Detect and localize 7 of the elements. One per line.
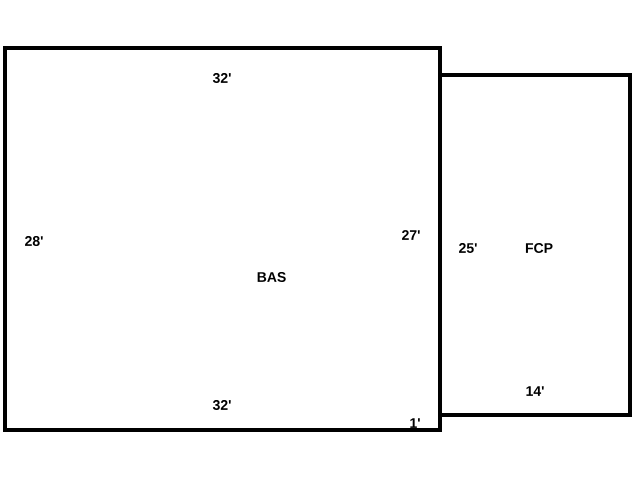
dimension-label: 25' <box>459 243 477 253</box>
dimension-label: 1' <box>410 418 420 428</box>
dimension-label: 32' <box>212 400 231 410</box>
dimension-label: 27' <box>402 230 420 240</box>
dimension-label: 32' <box>212 73 231 83</box>
dimension-label: 28' <box>25 236 43 246</box>
dimension-label: 14' <box>526 386 544 396</box>
